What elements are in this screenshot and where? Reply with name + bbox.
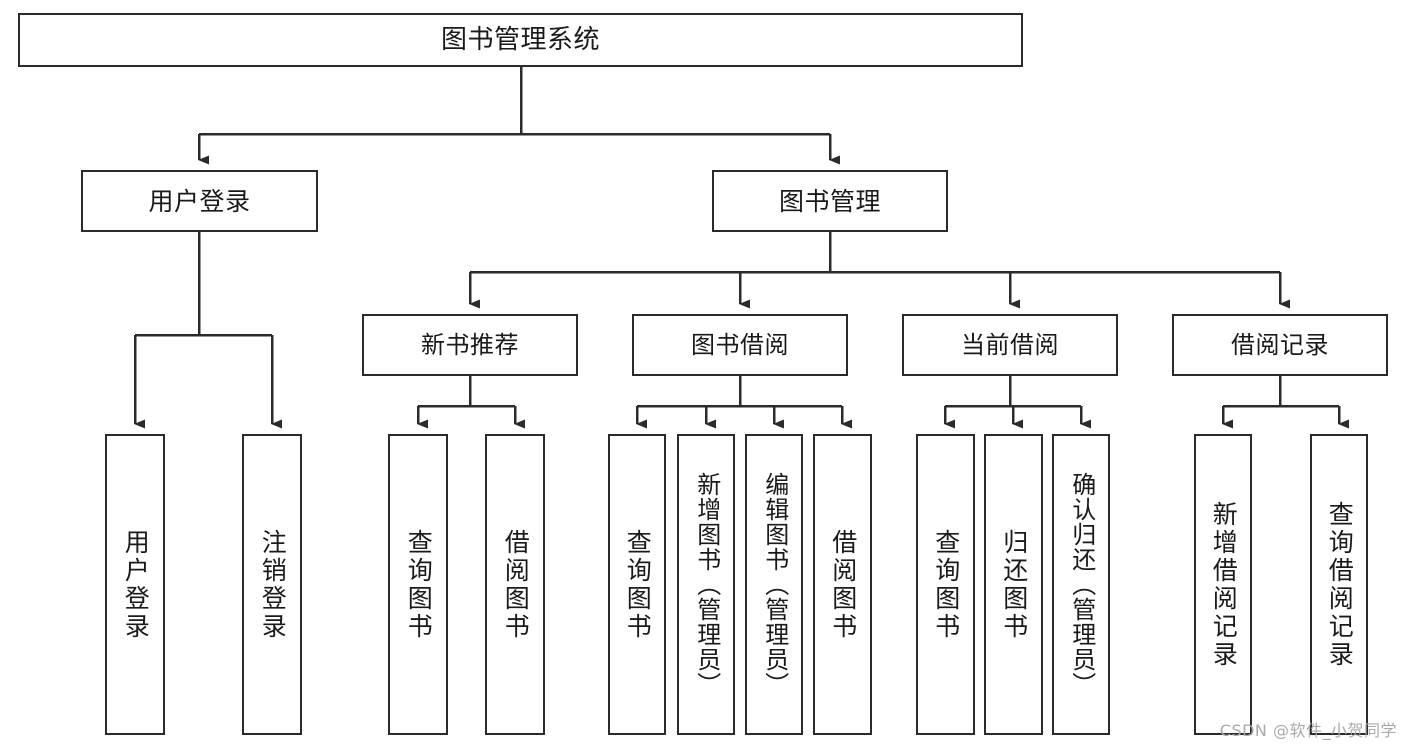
node-leaf-query-record[interactable]: 查询借阅记录 xyxy=(1310,434,1368,735)
node-leaf-add-record[interactable]: 新增借阅记录 xyxy=(1194,434,1252,735)
node-label-book-manage: 图书管理 xyxy=(778,186,881,216)
node-borrow-record[interactable]: 借阅记录 xyxy=(1172,314,1388,376)
node-label-leaf-user-logout: 注销登录 xyxy=(258,528,288,641)
node-user-login[interactable]: 用户登录 xyxy=(81,170,318,232)
node-book-manage[interactable]: 图书管理 xyxy=(712,170,948,232)
node-label-leaf-add-record: 新增借阅记录 xyxy=(1209,500,1239,669)
node-label-root: 图书管理系统 xyxy=(440,25,600,55)
node-label-leaf-confirm-return: 确认归还（管理员） xyxy=(1067,472,1096,697)
node-label-book-borrow: 图书借阅 xyxy=(691,331,789,359)
node-book-borrow[interactable]: 图书借阅 xyxy=(632,314,848,376)
node-new-book-recommend[interactable]: 新书推荐 xyxy=(362,314,578,376)
node-leaf-edit-book[interactable]: 编辑图书（管理员） xyxy=(745,434,803,735)
node-label-new-book-recommend: 新书推荐 xyxy=(421,331,519,359)
node-label-leaf-query-record: 查询借阅记录 xyxy=(1325,500,1355,669)
node-leaf-user-logout[interactable]: 注销登录 xyxy=(242,434,302,735)
node-leaf-borrow-book-2[interactable]: 借阅图书 xyxy=(813,434,872,735)
node-leaf-query-book-2[interactable]: 查询图书 xyxy=(608,434,666,735)
node-label-leaf-query-book-3: 查询图书 xyxy=(931,528,961,641)
node-leaf-add-book[interactable]: 新增图书（管理员） xyxy=(677,434,735,735)
node-label-leaf-borrow-book-1: 借阅图书 xyxy=(501,528,531,641)
node-label-leaf-query-book-2: 查询图书 xyxy=(623,528,653,641)
node-current-borrow[interactable]: 当前借阅 xyxy=(902,314,1118,376)
node-label-leaf-return-book: 归还图书 xyxy=(999,528,1029,641)
node-leaf-return-book[interactable]: 归还图书 xyxy=(984,434,1043,735)
node-label-leaf-query-book-1: 查询图书 xyxy=(404,528,434,641)
node-label-leaf-user-login: 用户登录 xyxy=(121,528,151,641)
node-label-leaf-add-book: 新增图书（管理员） xyxy=(692,472,721,697)
node-leaf-borrow-book-1[interactable]: 借阅图书 xyxy=(485,434,545,735)
node-label-leaf-borrow-book-2: 借阅图书 xyxy=(828,528,858,641)
node-label-leaf-edit-book: 编辑图书（管理员） xyxy=(760,472,789,697)
node-leaf-confirm-return[interactable]: 确认归还（管理员） xyxy=(1052,434,1110,735)
node-label-borrow-record: 借阅记录 xyxy=(1231,331,1329,359)
node-label-current-borrow: 当前借阅 xyxy=(961,331,1059,359)
node-leaf-user-login[interactable]: 用户登录 xyxy=(105,434,165,735)
node-root-system[interactable]: 图书管理系统 xyxy=(18,13,1023,67)
node-leaf-query-book-1[interactable]: 查询图书 xyxy=(388,434,448,735)
node-leaf-query-book-3[interactable]: 查询图书 xyxy=(916,434,975,735)
node-label-user-login: 用户登录 xyxy=(148,186,251,216)
